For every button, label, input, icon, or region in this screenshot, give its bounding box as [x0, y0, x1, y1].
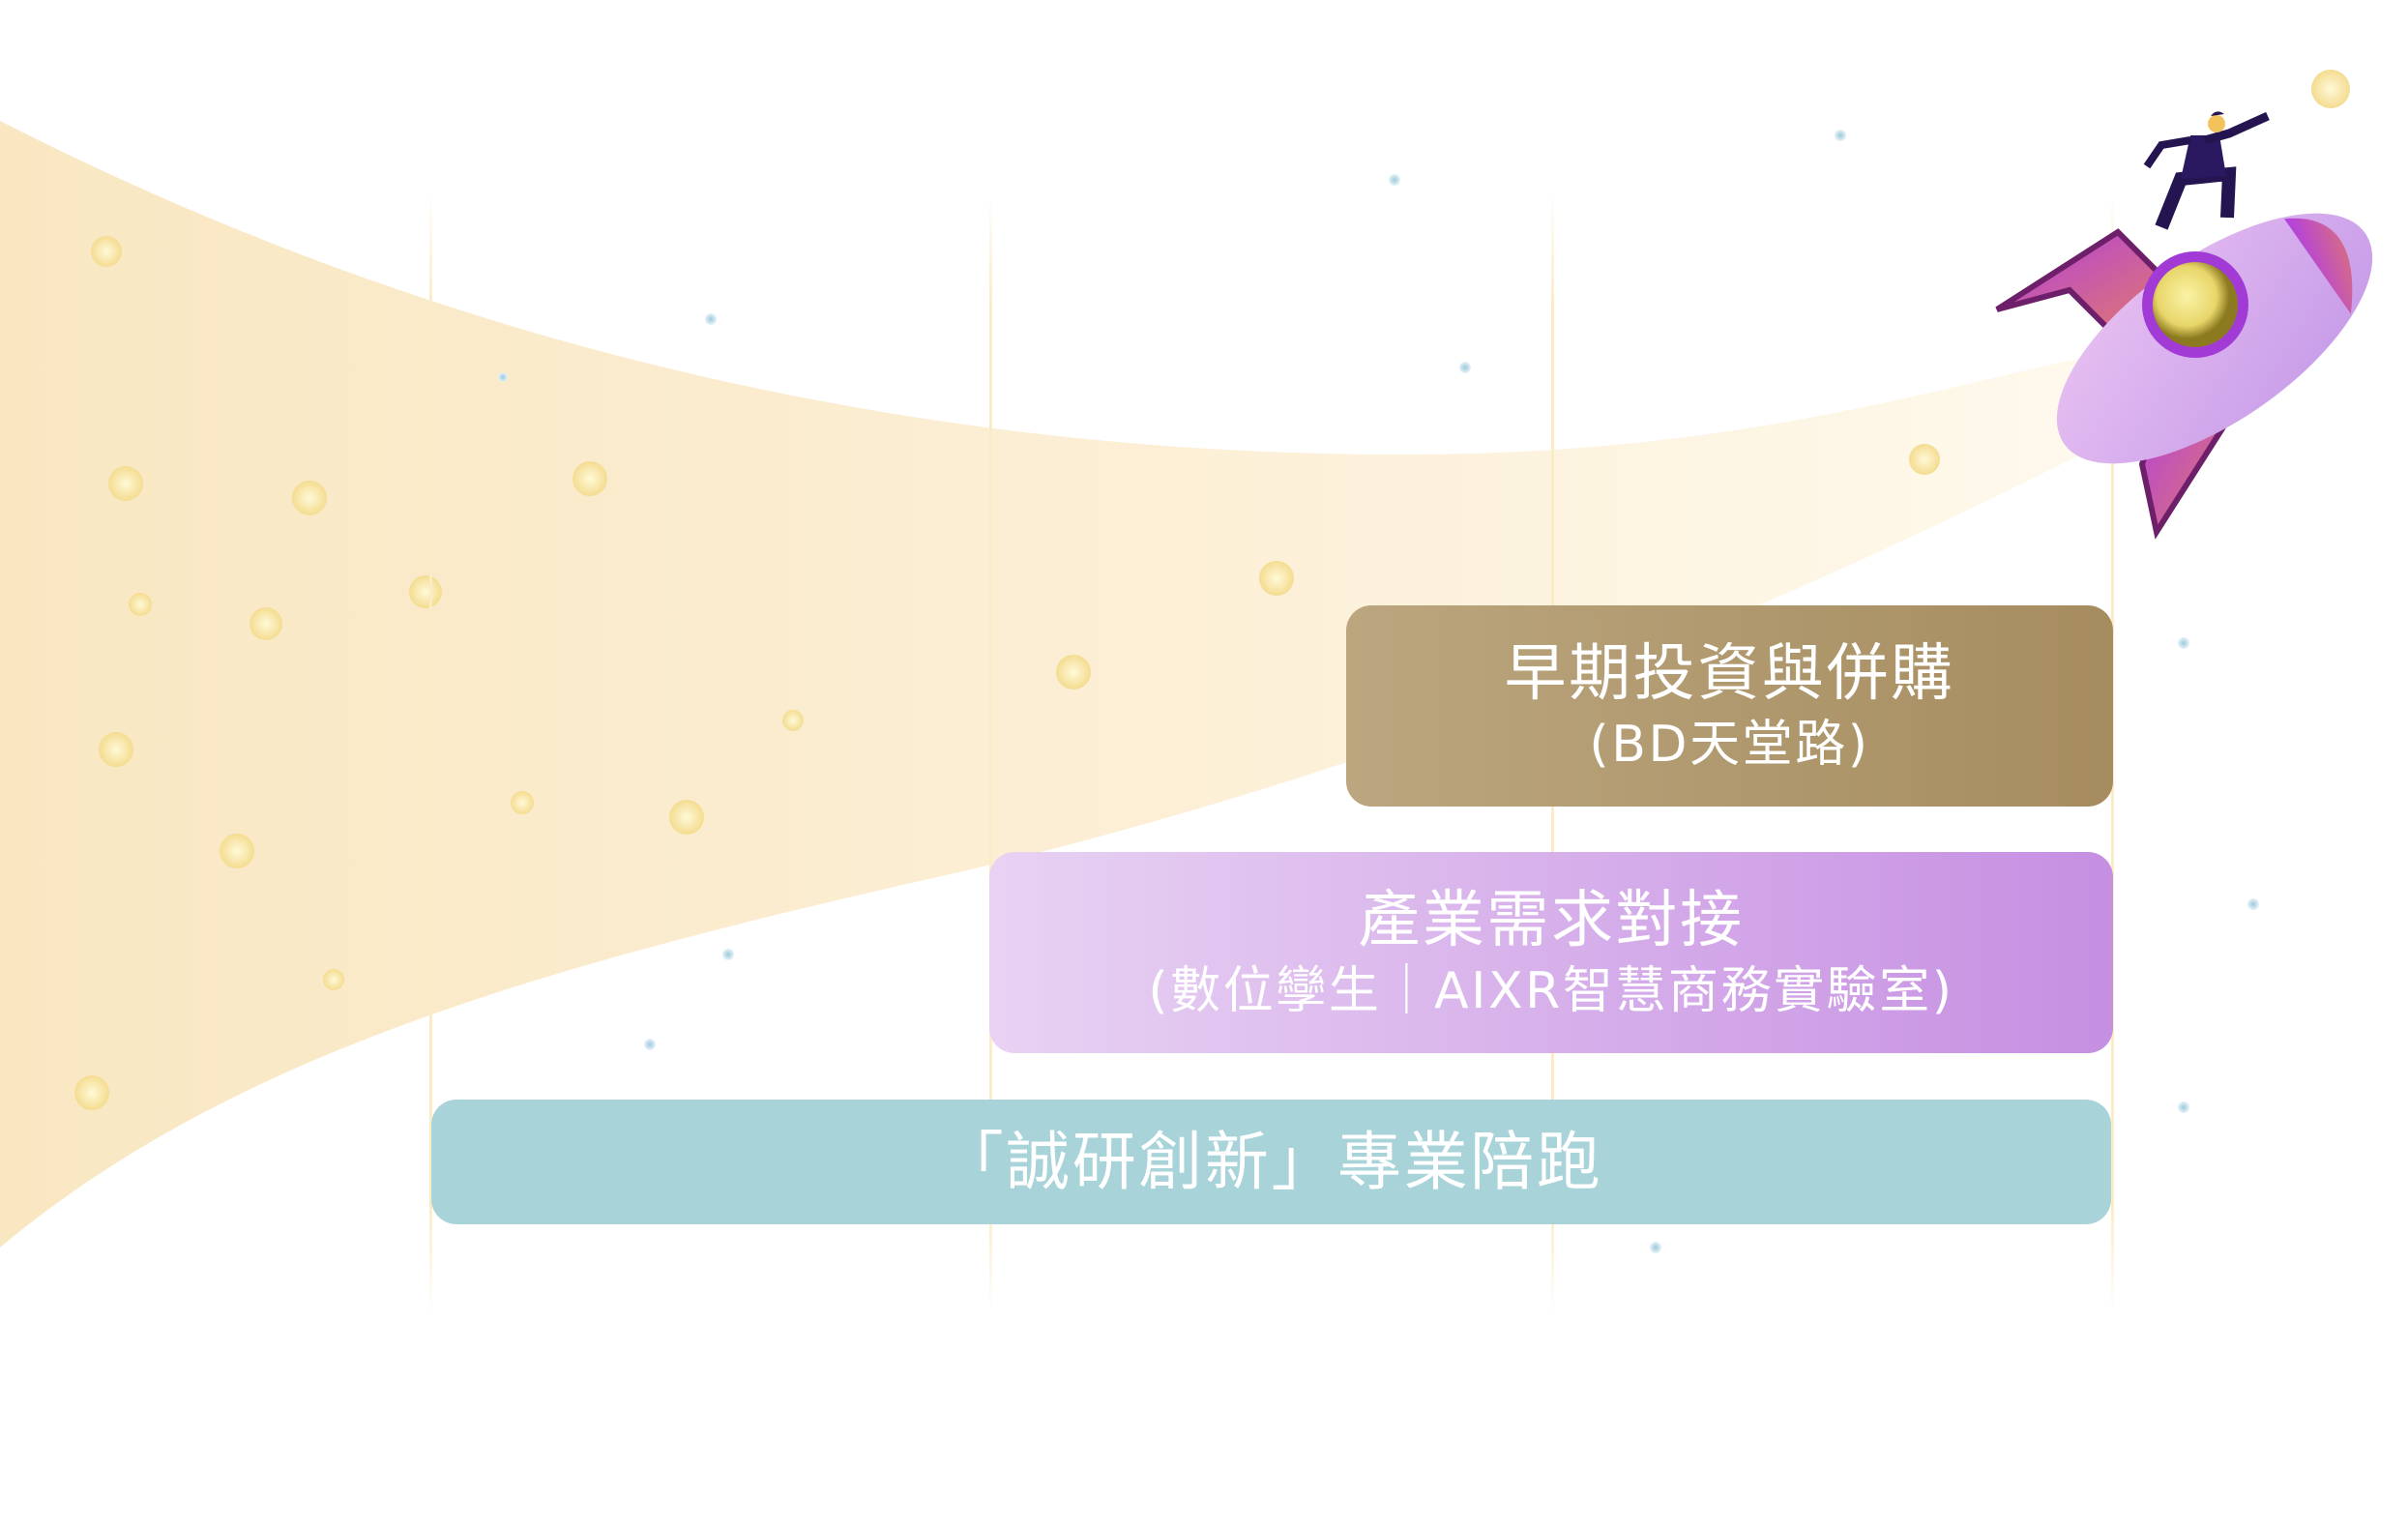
- grid-line: [429, 193, 432, 1315]
- bubbles: [74, 70, 2350, 1110]
- grid-line: [989, 193, 992, 1315]
- tier-title: 產業需求對接: [1358, 885, 1745, 956]
- tier-subtitle: (BD天堂路): [1589, 716, 1870, 774]
- tier-early-investment: 早期投資與併購 (BD天堂路): [1346, 605, 2113, 807]
- tier-professional-coaching: 「誠研創新」專業陪跑: [431, 1100, 2111, 1224]
- tier-title: 「誠研創新」專業陪跑: [939, 1124, 1603, 1199]
- tier-title: 早期投資與併購: [1504, 638, 1955, 710]
- tier-subtitle: (數位孿生｜AIXR智慧商務實驗室): [1148, 962, 1954, 1020]
- rocket-with-businessman-icon: [1995, 111, 2373, 540]
- tier-industry-matching: 產業需求對接 (數位孿生｜AIXR智慧商務實驗室): [989, 852, 2113, 1053]
